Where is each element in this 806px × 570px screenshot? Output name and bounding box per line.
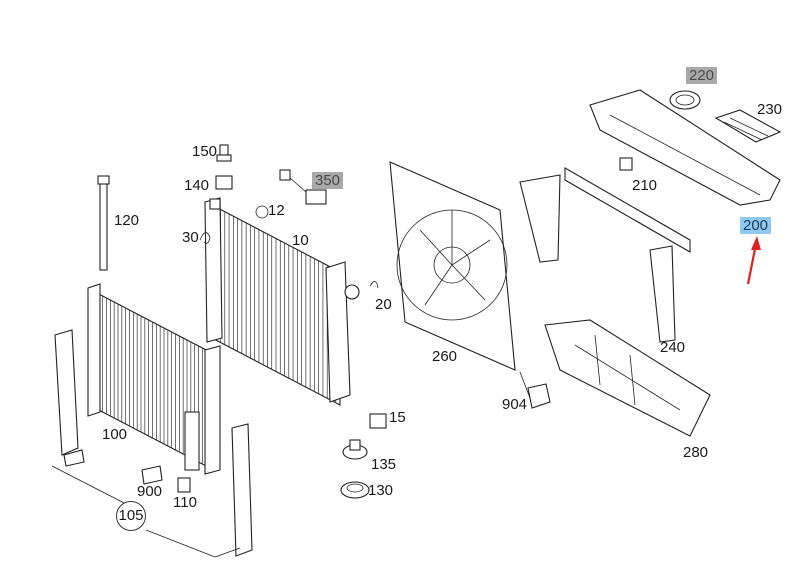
condenser-right-bracket	[231, 423, 253, 557]
callout-200[interactable]: 200	[740, 217, 772, 234]
part-135-cap	[342, 439, 368, 460]
part-105-leads	[51, 465, 241, 558]
part-230-grille	[714, 109, 782, 143]
part-260-fan-shroud	[389, 161, 516, 371]
part-904-clip	[527, 383, 551, 409]
part-120-pin	[97, 175, 110, 271]
callout-150[interactable]: 150	[192, 143, 218, 160]
condenser-left-bracket	[54, 329, 85, 467]
callout-240[interactable]: 240	[660, 339, 686, 356]
callout-15[interactable]: 15	[389, 409, 406, 426]
callout-140[interactable]: 140	[184, 177, 210, 194]
part-900-clip	[141, 465, 163, 485]
part-210-clip	[619, 157, 633, 171]
callout-135[interactable]: 135	[371, 456, 397, 473]
part-280-air-guide	[544, 319, 711, 437]
part-130-cap	[340, 481, 370, 499]
callout-280[interactable]: 280	[683, 444, 709, 461]
part-20-clip	[369, 281, 379, 289]
callout-260[interactable]: 260	[432, 348, 458, 365]
part-350-sensor	[279, 169, 327, 205]
part-30-clip	[199, 232, 211, 244]
part-15-connector	[369, 413, 387, 429]
part-10-radiator	[204, 197, 360, 406]
part-200-air-duct	[589, 89, 781, 206]
part-220-insert	[669, 90, 701, 110]
part-150-screw	[216, 144, 232, 162]
callout-20[interactable]: 20	[375, 296, 392, 313]
callout-120[interactable]: 120	[114, 212, 140, 229]
part-100-condenser	[87, 283, 221, 475]
highlight-arrow	[746, 236, 761, 285]
callout-900[interactable]: 900	[137, 483, 163, 500]
callout-210[interactable]: 210	[632, 177, 658, 194]
callout-904[interactable]: 904	[502, 396, 528, 413]
part-12-ring	[255, 205, 269, 219]
callout-130[interactable]: 130	[368, 482, 394, 499]
callout-10[interactable]: 10	[292, 232, 309, 249]
callout-350[interactable]: 350	[312, 172, 344, 189]
callout-30[interactable]: 30	[182, 229, 199, 246]
part-240-frame	[519, 167, 691, 343]
callout-230[interactable]: 230	[757, 101, 783, 118]
callout-105[interactable]: 105	[116, 501, 146, 531]
part-140-clip	[215, 175, 233, 190]
callout-110[interactable]: 110	[173, 494, 197, 511]
callout-220[interactable]: 220	[686, 67, 718, 84]
callout-100[interactable]: 100	[102, 426, 128, 443]
callout-12[interactable]: 12	[268, 202, 285, 219]
part-110-plug	[177, 477, 191, 493]
